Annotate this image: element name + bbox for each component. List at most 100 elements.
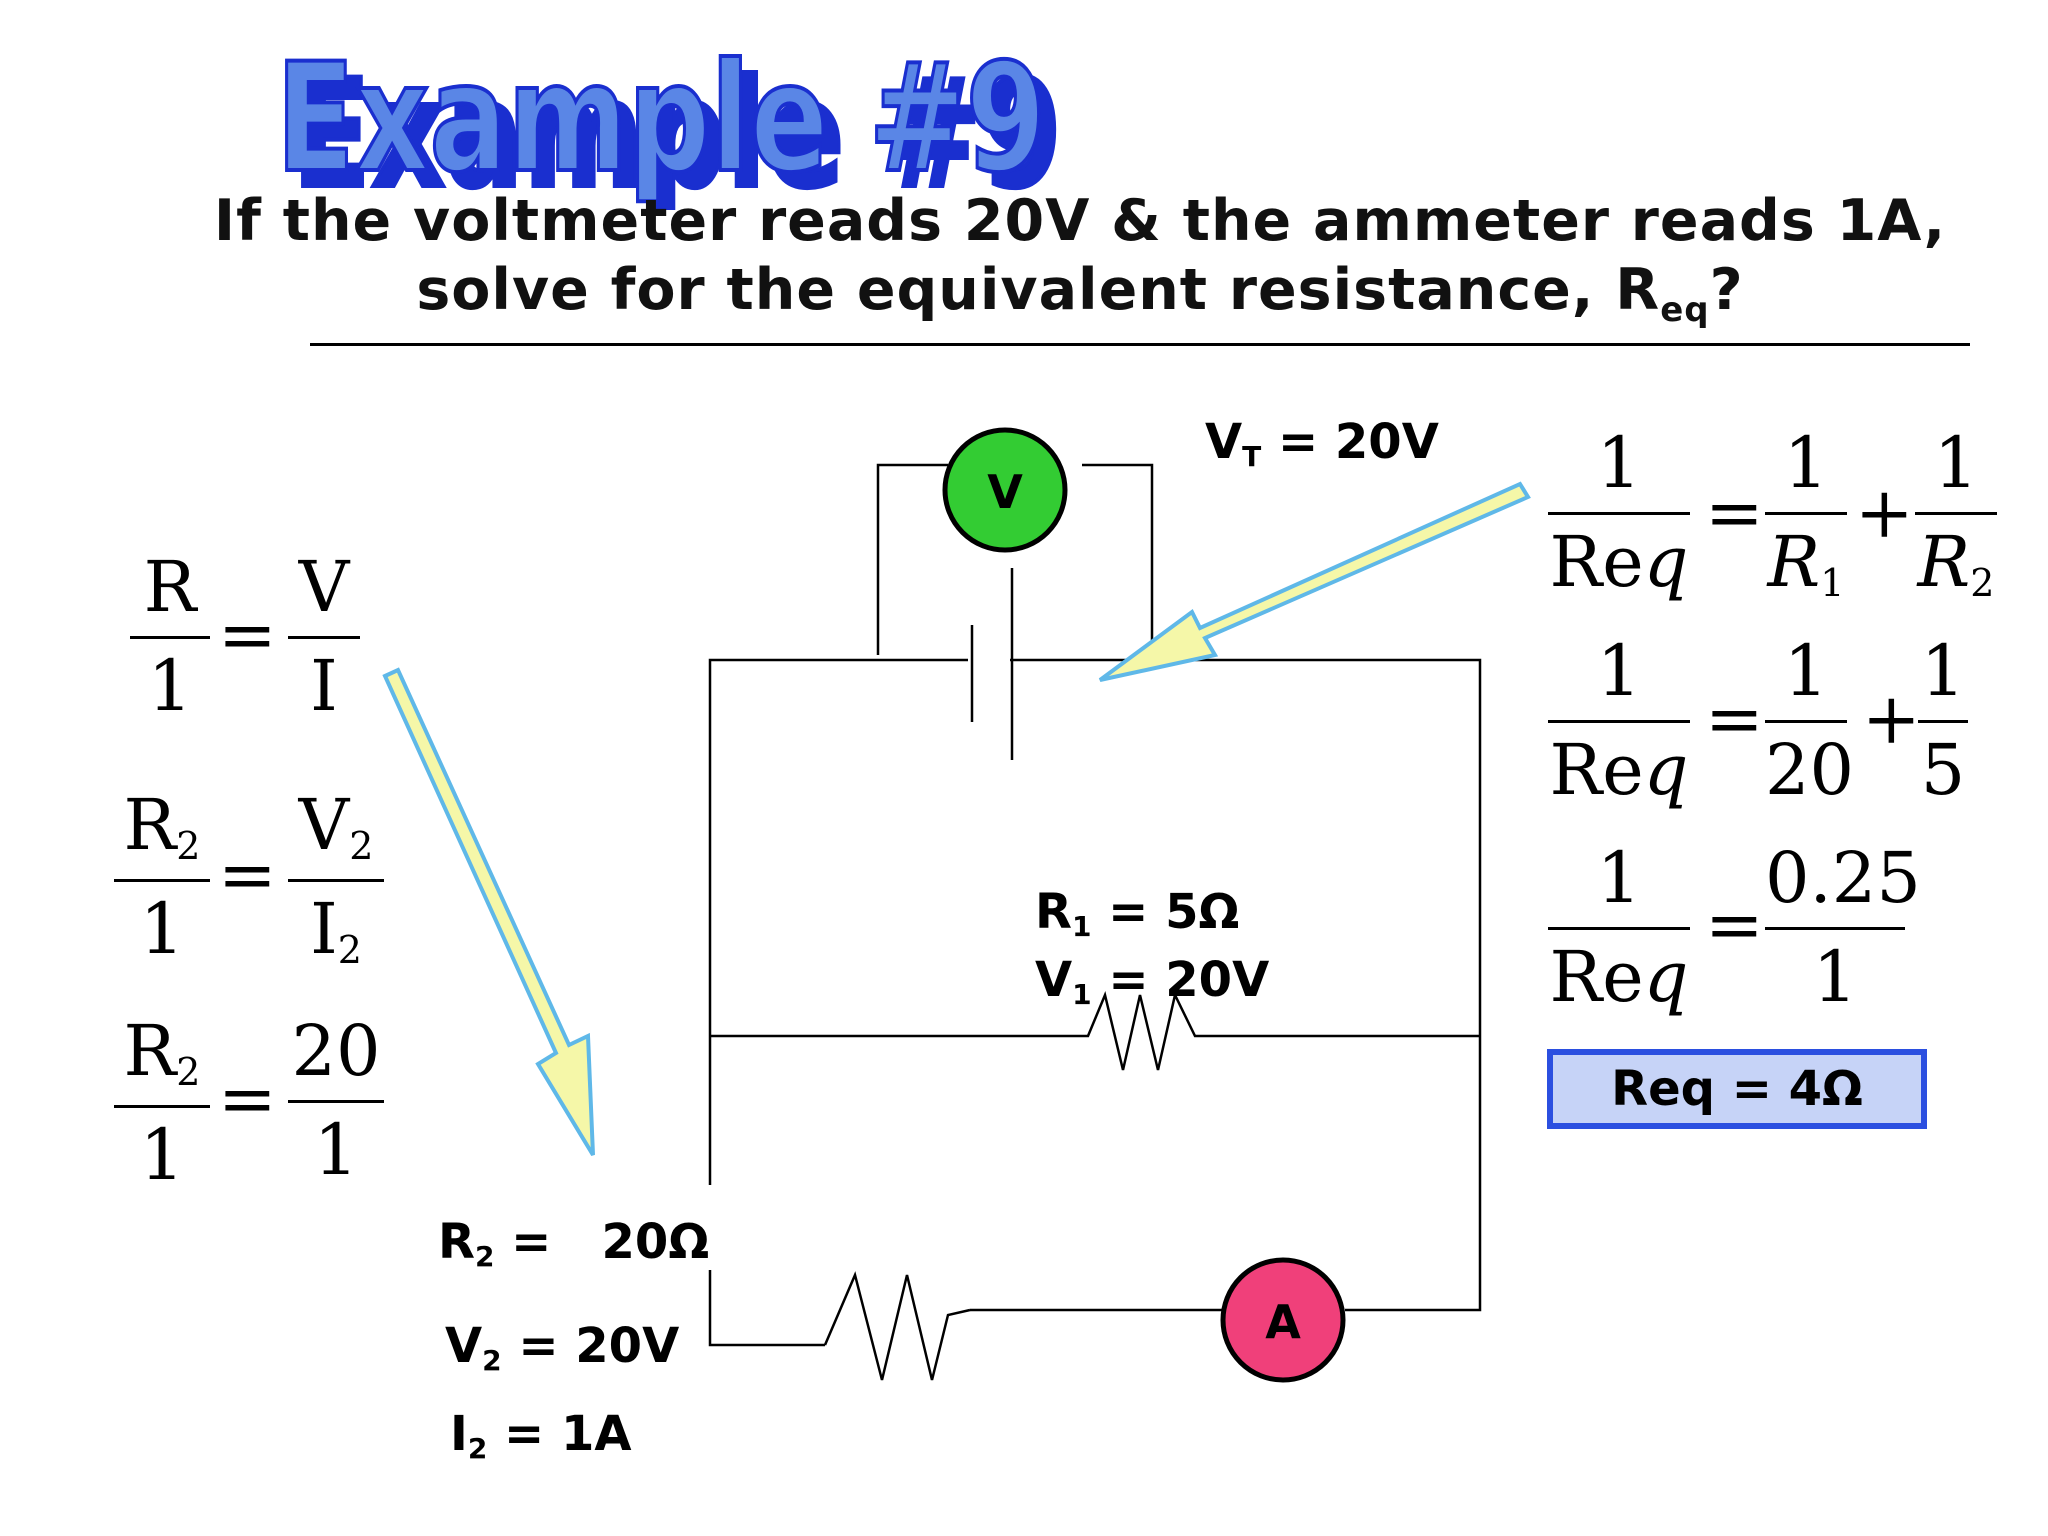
left-eq2-rhs-num: V2 [298,784,374,868]
left-eq2-rhs-den: I2 [310,888,362,972]
r2-label: R2 = 20Ω [438,1218,709,1271]
vt-value: = 20V [1261,414,1439,470]
arrow-to-r2 [382,667,595,1157]
right-eq1-a-num: 1 [1783,422,1829,504]
question-line-1: If the voltmeter reads 20V & the ammeter… [213,188,1947,254]
left-eq1-lhs-den: 1 [147,645,193,727]
r1-label: R1 = 5Ω [1035,888,1239,941]
v1-sub: 1 [1072,978,1092,1011]
r2-value: = 20Ω [494,1214,710,1270]
title-divider [310,343,1970,346]
answer-box: Req = 4Ω [1547,1049,1927,1129]
right-eq1-a-den: R1 [1765,527,1847,602]
v1-value: = 20V [1091,952,1270,1008]
left-eq3-lhs-den: 1 [139,1114,185,1196]
right-eq2-a-den: 20 [1765,729,1855,811]
i2-sub: 2 [467,1432,488,1465]
arrow-to-battery [1098,481,1531,682]
r1-value: = 5Ω [1091,884,1240,940]
question-line-2-text: solve for the equivalent resistance, R [416,257,1661,323]
v2-sub: 2 [482,1344,502,1377]
right-eq2-b-num: 1 [1920,630,1966,712]
circuit-wires [708,463,1482,1347]
left-eq3-rhs-num: 20 [291,1010,381,1092]
right-eq1-plus: + [1855,472,1914,554]
right-eq3-equals: = [1705,884,1764,966]
ammeter-symbol: A [1265,1295,1301,1349]
question-line-2-end: ? [1709,257,1744,323]
right-eq1-b-den-text: R2 [1917,521,1995,605]
left-eq2-equals: = [218,834,277,916]
wire-voltmeter-left [876,463,948,655]
r2-var: R [438,1214,475,1270]
left-eq2-lhs-den: 1 [139,888,185,970]
wire-left-upper [708,658,968,1185]
v2-var: V [445,1318,483,1374]
right-eq1-b-den: R2 [1915,527,1997,602]
left-eq2-lhs-num: R2 [123,784,201,868]
right-eq2-plus: + [1862,678,1921,760]
wire-voltmeter-right [1082,463,1154,658]
right-eq1-b-num: 1 [1933,422,1979,504]
wire-r2-left [708,1270,825,1347]
right-eq3-a-den: 1 [1812,936,1858,1018]
r1-var: R [1035,884,1072,940]
i2-var: I [450,1406,468,1462]
right-eq3-lhs-num: 1 [1596,837,1642,919]
voltmeter [942,427,1068,553]
left-eq3-lhs-num: R2 [123,1010,201,1094]
v1-var: V [1035,952,1073,1008]
i2-label: I2 = 1A [450,1410,632,1463]
left-eq1-rhs-num: V [298,546,350,628]
wire-right [1010,658,1482,1312]
right-eq2-lhs-num: 1 [1596,630,1642,712]
right-eq3-term-a: 0.25 1 [1765,837,1921,1018]
title-wordart: Example #9 Example #9 [274,30,1064,210]
v2-value: = 20V [501,1318,680,1374]
left-eq1-rhs-den: I [310,645,338,727]
vt-var: V [1205,414,1243,470]
question-line-2-sub: eq [1660,290,1710,330]
voltmeter-symbol: V [987,465,1023,519]
title-shadow: Example #9 [292,48,1062,210]
right-eq1-lhs-den: Req [1549,521,1689,603]
right-eq3-lhs-den: Req [1549,936,1689,1018]
left-eq1-equals: = [218,594,277,676]
title-text: Example #9 [276,32,1046,206]
vt-sub: T [1242,440,1262,473]
right-eq3-a-num: 0.25 [1765,837,1921,919]
resistor-r1 [1065,990,1215,1071]
v2-label: V2 = 20V [445,1322,679,1375]
r1-sub: 1 [1071,910,1092,943]
question-line-2: solve for the equivalent resistance, Req… [180,257,1980,330]
r2-sub: 2 [474,1240,495,1273]
right-eq1-lhs-num: 1 [1596,422,1642,504]
right-eq1-a-den-text: R1 [1767,521,1845,605]
vt-label: VT = 20V [1205,418,1439,471]
v1-label: V1 = 20V [1035,956,1269,1009]
right-eq2-lhs-den: Req [1549,729,1689,811]
right-eq1-equals: = [1705,472,1764,554]
left-eq3-equals: = [218,1058,277,1140]
right-eq2-b-den: 5 [1920,729,1966,811]
left-eq3-rhs-den: 1 [313,1109,359,1191]
i2-value: = 1A [487,1406,632,1462]
right-eq2-a-num: 1 [1783,630,1829,712]
resistor-r2 [823,1271,971,1381]
ammeter [1220,1257,1346,1383]
left-eq1-lhs-num: R [143,546,197,628]
